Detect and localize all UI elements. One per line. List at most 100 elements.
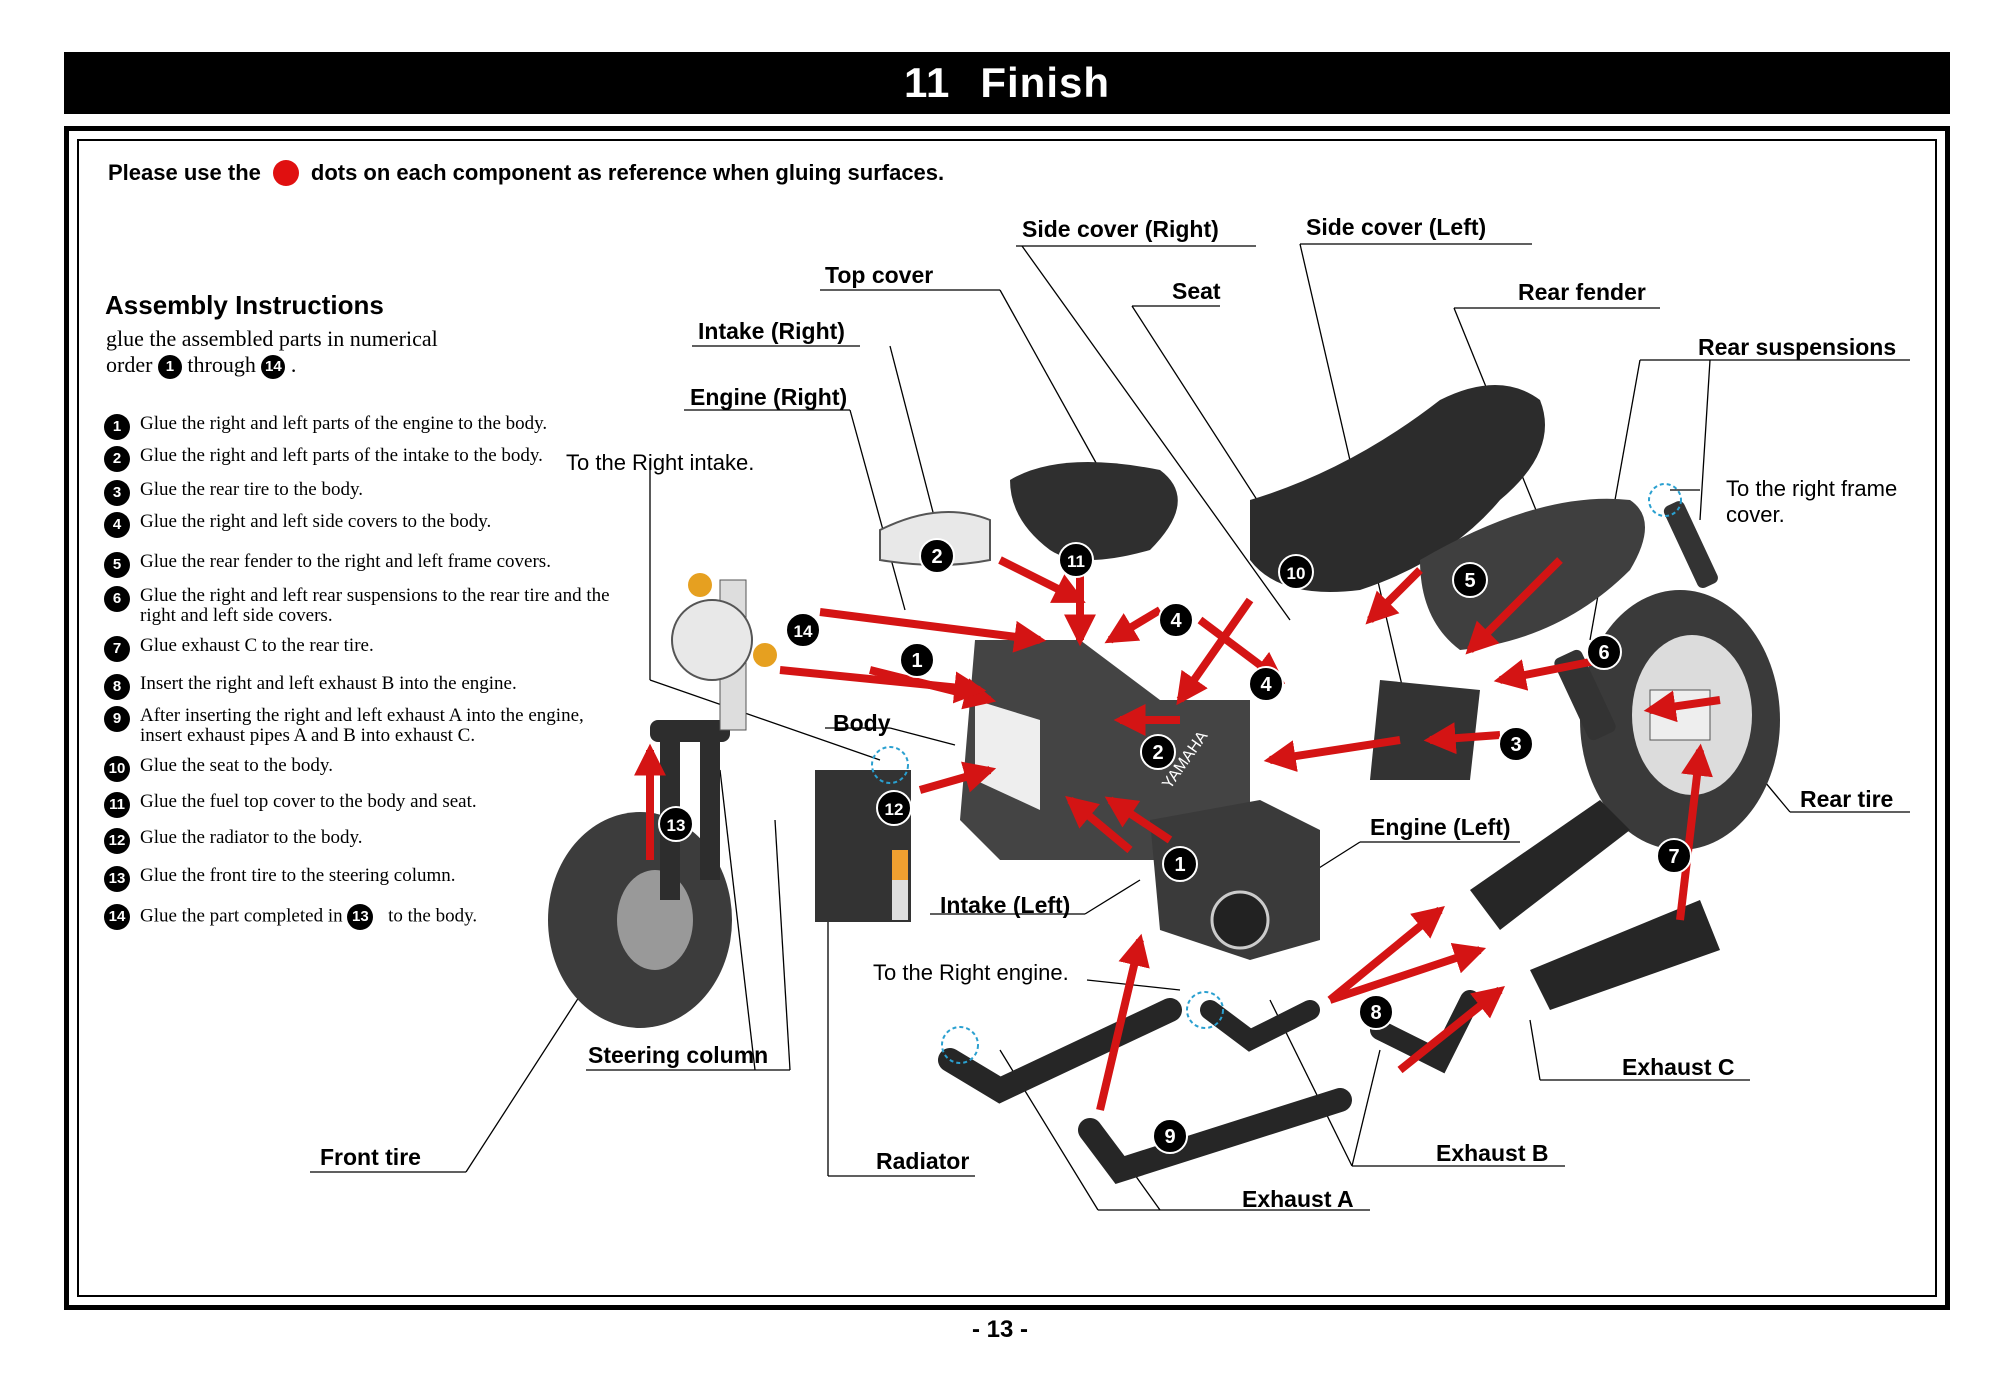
assembly-intro: glue the assembled parts in numerical or… (106, 326, 526, 379)
step-item: 2 Glue the right and left parts of the in… (104, 446, 610, 472)
step-text: Glue the rear fender to the right and le… (140, 551, 551, 572)
step-number-icon: 12 (104, 828, 130, 854)
exhaust-c (1470, 800, 1720, 1010)
step-number-icon: 14 (104, 904, 130, 930)
label-front-tire: Front tire (320, 1144, 421, 1170)
marker-3: 3 (1498, 726, 1534, 762)
label-engine-left: Engine (Left) (1370, 814, 1511, 840)
label-side-cover-left: Side cover (Left) (1306, 214, 1487, 240)
marker-5: 5 (1452, 562, 1488, 598)
label-top-cover: Top cover (825, 262, 934, 288)
seat (1250, 385, 1545, 592)
step-number-icon: 7 (104, 636, 130, 662)
step-number-icon: 13 (347, 904, 374, 930)
marker-1: 1 (899, 642, 935, 678)
svg-text:4: 4 (1170, 610, 1182, 632)
note-right-frame-cover-1: To the right frame (1726, 476, 1898, 501)
engine (1150, 800, 1320, 960)
svg-text:7: 7 (1668, 846, 1679, 868)
page-number: - 13 - (971, 1316, 1028, 1343)
step-number-icon: 11 (104, 792, 130, 818)
svg-text:2: 2 (931, 546, 942, 568)
svg-text:8: 8 (1370, 1002, 1381, 1024)
steering-column (650, 573, 777, 900)
marker-10: 10 (1278, 554, 1314, 590)
diagram-step-markers: 1 2 3 4 4 5 6 7 8 9 10 11 12 13 14 2 1 (658, 538, 1692, 1154)
note-right-frame-cover-2: cover. (1726, 502, 1785, 527)
marker-11: 11 (1058, 542, 1094, 578)
step-number-icon: 4 (104, 512, 130, 538)
step-text: Glue the right and left side covers to t… (140, 511, 492, 532)
step-number-icon: 3 (104, 480, 130, 506)
page-title-bar: 11 Finish (64, 52, 1950, 114)
note-right-engine: To the Right engine. (873, 960, 1069, 985)
step-text: Glue the rear tire to the body. (140, 479, 363, 500)
body-part: YAMAHA (960, 640, 1250, 860)
step-text: Glue the radiator to the body. (140, 827, 363, 848)
label-exhaust-b: Exhaust B (1436, 1140, 1549, 1166)
svg-text:1: 1 (1174, 854, 1185, 876)
step-text: Glue the front tire to the steering colu… (140, 865, 456, 886)
exhaust-b (1200, 990, 1480, 1074)
step-text: Glue the right and left rear suspensions… (140, 585, 610, 626)
top-cover (1010, 462, 1178, 560)
step-text: After inserting the right and left exhau… (140, 705, 584, 746)
step-text: Glue the right and left parts of the int… (140, 445, 543, 466)
svg-text:12: 12 (885, 800, 904, 819)
svg-text:14: 14 (794, 622, 813, 641)
rear-suspension-left (1554, 649, 1616, 741)
marker-8: 8 (1358, 994, 1394, 1030)
step-item: 4 Glue the right and left side covers to … (104, 512, 610, 538)
step-number-icon: 1 (157, 354, 182, 379)
label-seat: Seat (1172, 278, 1221, 304)
step-number-icon: 6 (104, 586, 130, 612)
step-number-icon: 2 (104, 446, 130, 472)
step-item: 12 Glue the radiator to the body. (104, 828, 610, 854)
assembly-title: Assembly Instructions (105, 290, 384, 320)
svg-text:3: 3 (1510, 734, 1521, 756)
step-number-icon: 13 (104, 866, 130, 892)
side-cover-left (1370, 680, 1480, 780)
step-number-icon: 5 (104, 552, 130, 578)
connection-markers (871, 483, 1682, 1064)
marker-4b: 4 (1248, 666, 1284, 702)
note-right-intake: To the Right intake. (566, 450, 755, 475)
step-item: 14 Glue the part completed in 13 to the b… (104, 904, 610, 930)
step-item: 6 Glue the right and left rear suspension… (104, 586, 610, 626)
step-text: Glue the part completed in 13 to the bod… (140, 904, 610, 930)
svg-text:6: 6 (1598, 642, 1609, 664)
step-text: Glue exhaust C to the rear tire. (140, 635, 374, 656)
marker-1b: 1 (1162, 846, 1198, 882)
assembly-intro-line2: order 1 through 14 . (106, 352, 297, 379)
glue-dot-icon (272, 160, 299, 186)
step-item: 7 Glue exhaust C to the rear tire. (104, 636, 610, 662)
label-body: Body (833, 710, 891, 736)
svg-text:11: 11 (1067, 552, 1085, 571)
step-item: 13 Glue the front tire to the steering co… (104, 866, 610, 892)
svg-text:5: 5 (1464, 570, 1475, 592)
marker-14: 14 (785, 612, 821, 648)
marker-2: 2 (919, 538, 955, 574)
marker-9: 9 (1152, 1118, 1188, 1154)
svg-text:2: 2 (1152, 742, 1163, 764)
label-engine-right: Engine (Right) (690, 384, 848, 410)
label-exhaust-c: Exhaust C (1622, 1054, 1735, 1080)
step-item: 3 Glue the rear tire to the body. (104, 480, 610, 506)
step-text: Insert the right and left exhaust B into… (140, 673, 517, 694)
step-text: Glue the fuel top cover to the body and … (140, 791, 477, 812)
section-title: Finish (980, 59, 1111, 106)
label-intake-right: Intake (Right) (698, 318, 845, 344)
step-text: Glue the seat to the body. (140, 755, 333, 776)
assembly-intro-line1: glue the assembled parts in numerical (106, 326, 438, 351)
label-intake-left: Intake (Left) (940, 892, 1071, 918)
section-number: 11 (903, 59, 951, 106)
step-item: 11 Glue the fuel top cover to the body an… (104, 792, 610, 818)
marker-7: 7 (1656, 838, 1692, 874)
svg-text:10: 10 (1287, 564, 1306, 583)
label-rear-fender: Rear fender (1518, 279, 1646, 305)
